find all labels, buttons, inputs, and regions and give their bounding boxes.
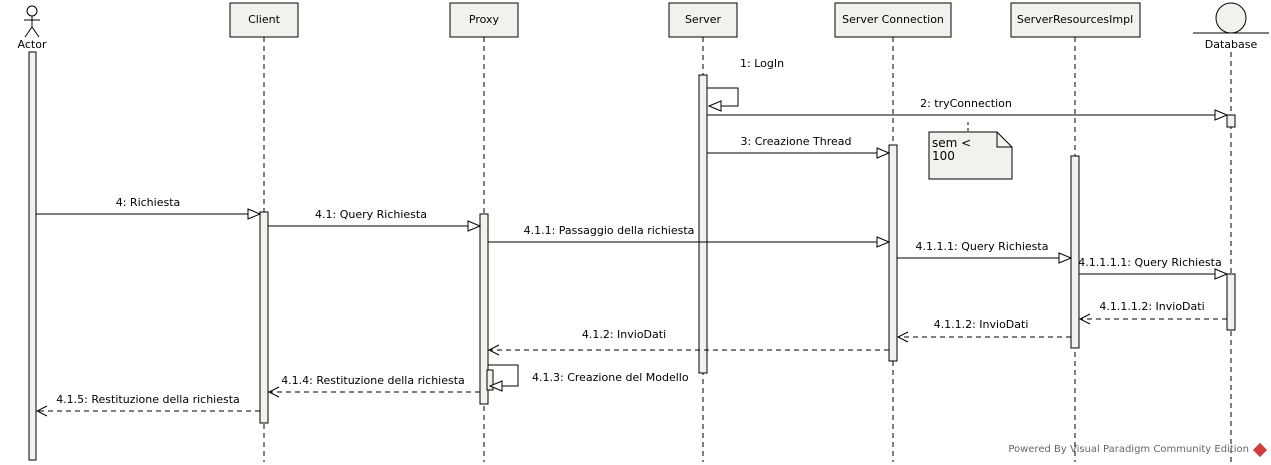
actor-label: Actor — [18, 38, 47, 51]
message-label-4-1-5: 4.1.5: Restituzione della richiesta — [56, 393, 240, 406]
message-label-4-1-1-1-2: 4.1.1.1.2: InvioDati — [1099, 300, 1204, 313]
message-label-2: 2: tryConnection — [920, 97, 1012, 110]
message-label-4-1-1-2: 4.1.1.2: InvioDati — [934, 318, 1029, 331]
server-label: Server — [685, 13, 722, 26]
server-connection-label: Server Connection — [842, 13, 944, 26]
message-label-4-1-4: 4.1.4: Restituzione della richiesta — [281, 374, 465, 387]
message-4-1-3-creazione-modello[interactable] — [488, 364, 519, 386]
lifeline-head-server-connection[interactable]: Server Connection — [834, 2, 952, 38]
activation-server — [698, 74, 708, 374]
watermark: Powered By Visual Paradigm Community Edi… — [1008, 442, 1268, 457]
note-sem[interactable]: sem < 100 — [928, 122, 1013, 180]
client-label: Client — [248, 13, 281, 26]
database-label: Database — [1205, 38, 1258, 51]
activation-proxy — [479, 213, 489, 405]
visual-paradigm-logo-icon — [1252, 442, 1268, 457]
activation-database-2 — [1226, 273, 1236, 331]
message-1-login[interactable] — [707, 87, 739, 106]
message-label-4-1-2: 4.1.2: InvioDati — [582, 328, 666, 341]
message-label-4-1-3: 4.1.3: Creazione del Modello — [532, 371, 689, 384]
activation-proxy-self — [486, 369, 494, 391]
lifeline-head-database[interactable]: Database — [1193, 2, 1269, 51]
note-line-2: 100 — [932, 149, 955, 163]
lifeline-head-server-resources[interactable]: ServerResourcesImpl — [1010, 2, 1141, 38]
message-label-4: 4: Richiesta — [116, 196, 181, 209]
message-label-4-1-1: 4.1.1: Passaggio della richiesta — [524, 224, 695, 237]
message-label-4-1: 4.1: Query Richiesta — [315, 208, 427, 221]
watermark-text: Powered By Visual Paradigm Community Edi… — [1008, 444, 1249, 455]
note-line-1: sem < — [932, 136, 971, 150]
activation-database-1 — [1226, 114, 1236, 128]
activation-client — [259, 211, 269, 424]
lifeline-head-client[interactable]: Client — [229, 2, 299, 38]
message-label-3: 3: Creazione Thread — [741, 135, 852, 148]
message-label-4-1-1-1-1: 4.1.1.1.1: Query Richiesta — [1078, 256, 1221, 269]
server-resources-label: ServerResourcesImpl — [1017, 13, 1133, 26]
actor-figure[interactable] — [24, 5, 40, 38]
activation-server-resources — [1070, 155, 1080, 349]
lifeline-head-proxy[interactable]: Proxy — [449, 2, 519, 38]
message-label-4-1-1-1: 4.1.1.1: Query Richiesta — [916, 240, 1049, 253]
activation-server-connection — [888, 144, 898, 362]
activation-actor — [28, 51, 37, 461]
proxy-label: Proxy — [469, 13, 500, 26]
lifeline-head-server[interactable]: Server — [668, 2, 738, 38]
message-label-1: 1: LogIn — [740, 57, 784, 70]
